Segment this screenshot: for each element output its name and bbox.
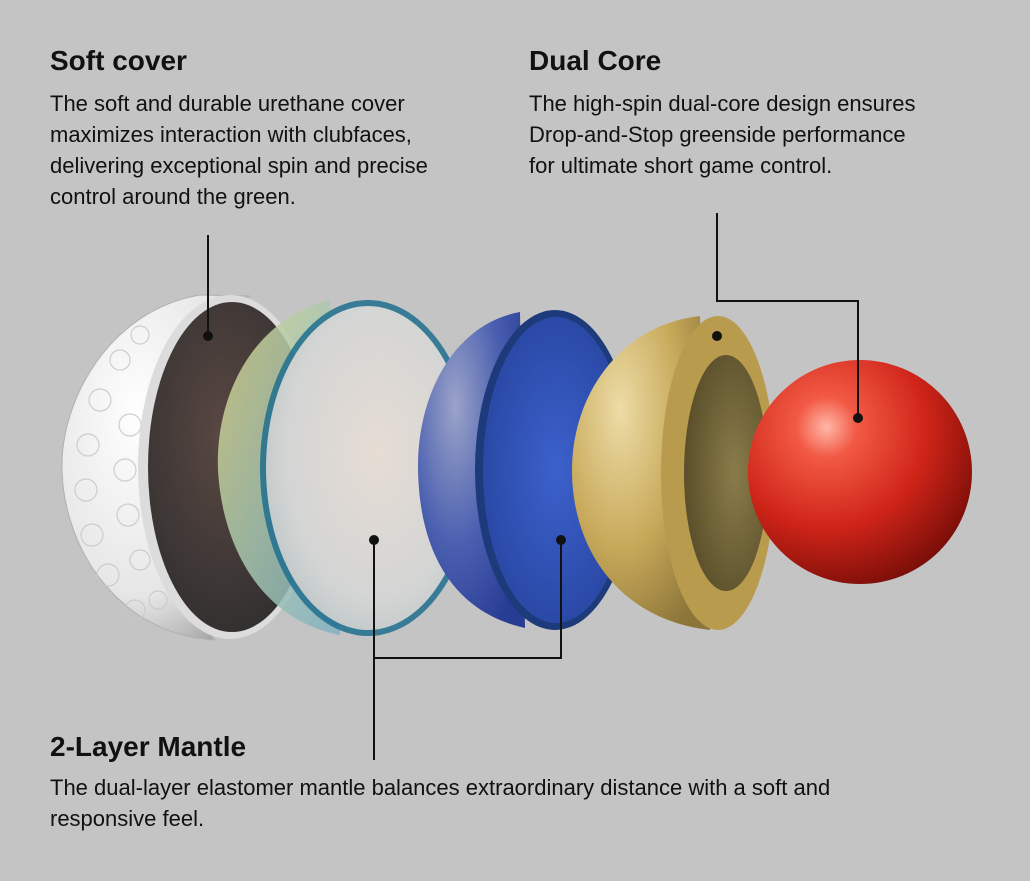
core-outer-dot bbox=[712, 331, 722, 341]
core-outer-layer bbox=[572, 316, 775, 630]
core-inner-layer bbox=[748, 360, 972, 584]
soft-cover-description: The soft and durable urethane cover maxi… bbox=[50, 91, 428, 209]
mantle-callout: 2-Layer Mantle The dual-layer elastomer … bbox=[50, 730, 1010, 834]
mantle-title: 2-Layer Mantle bbox=[50, 731, 247, 762]
mantle-inner-dot bbox=[556, 535, 566, 545]
mantle-outer-layer bbox=[217, 300, 476, 636]
soft-cover-title: Soft cover bbox=[50, 45, 187, 76]
dual-core-leader-line bbox=[716, 213, 859, 418]
mantle-description: The dual-layer elastomer mantle balances… bbox=[50, 775, 831, 831]
dual-core-title: Dual Core bbox=[529, 45, 662, 76]
leader-lines bbox=[207, 213, 859, 760]
soft-cover-dot bbox=[203, 331, 213, 341]
mantle-leader-line bbox=[373, 540, 562, 760]
soft-cover-callout: Soft cover The soft and durable urethane… bbox=[50, 44, 520, 212]
core-inner-dot bbox=[853, 413, 863, 423]
dual-core-callout: Dual Core The high-spin dual-core design… bbox=[529, 44, 1009, 181]
mantle-outer-dot bbox=[369, 535, 379, 545]
dual-core-description: The high-spin dual-core design ensures D… bbox=[529, 91, 916, 178]
leader-dots bbox=[203, 331, 863, 545]
